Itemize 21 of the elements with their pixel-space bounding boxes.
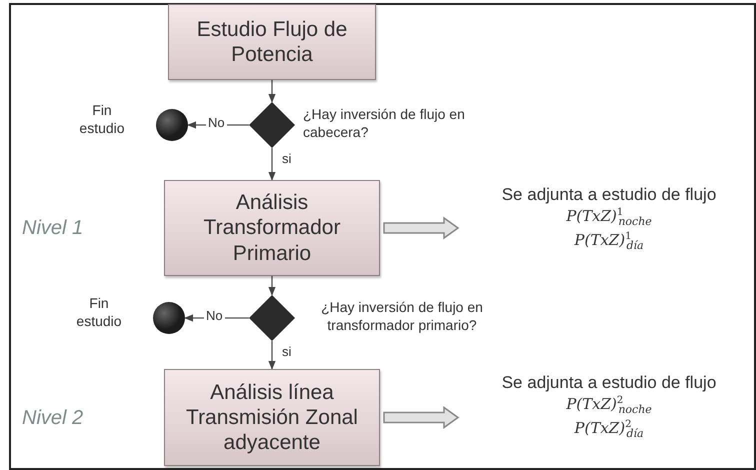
arrow (268, 341, 276, 370)
note-text: Se adjunta a estudio de flujo (502, 373, 716, 392)
edge-label: No (206, 116, 227, 130)
end-label: Fin estudio (75, 295, 123, 330)
note-text: Se adjunta a estudio de flujo (502, 185, 716, 204)
block-arrow (383, 406, 460, 429)
block-arrow (383, 216, 460, 240)
arrow (268, 148, 276, 181)
edge-label: No (204, 309, 225, 324)
process-box: Análisis línea Transmisión Zonal adyacente (164, 369, 380, 466)
arrow (268, 80, 276, 103)
question-text: ¿Hay inversión de flujo en cabecera? (303, 106, 466, 141)
edge-label: si (280, 345, 294, 360)
level-label: Nivel 2 (22, 407, 84, 430)
level-label: Nivel 1 (22, 217, 84, 240)
edge-label: si (280, 152, 294, 166)
arrow (268, 276, 276, 296)
end-label: Fin estudio (78, 102, 126, 137)
process-box: Estudio Flujo de Potencia (168, 4, 376, 80)
process-box: Análisis Transformador Primario (164, 180, 380, 276)
question-text: ¿Hay inversión de flujo en transformador primario? (320, 299, 484, 334)
